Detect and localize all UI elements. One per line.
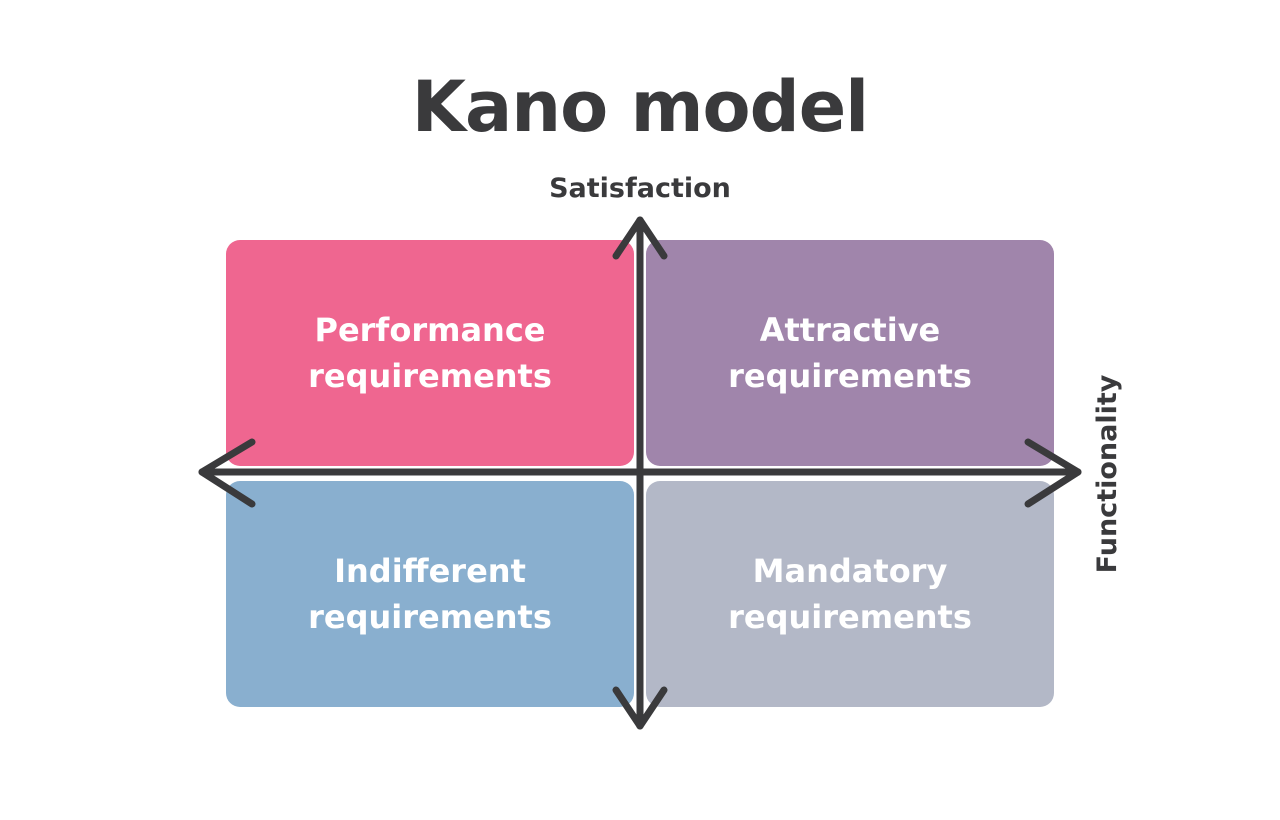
y-axis-label: Satisfaction — [549, 173, 731, 204]
quadrant-attractive-label: Attractive requirements — [728, 311, 972, 395]
quadrant-indifferent: Indifferent requirements — [226, 481, 634, 707]
x-axis-label: Functionality — [1092, 374, 1123, 574]
x-axis-left-arrow-icon — [198, 438, 256, 508]
quadrant-performance-label: Performance requirements — [308, 311, 552, 395]
y-axis-down-arrow-icon — [612, 686, 668, 730]
quadrant-performance: Performance requirements — [226, 240, 634, 466]
quadrant-mandatory-label: Mandatory requirements — [728, 552, 972, 636]
quadrant-attractive: Attractive requirements — [646, 240, 1054, 466]
diagram-title: Kano model — [411, 66, 869, 148]
y-axis-up-arrow-icon — [612, 216, 668, 260]
x-axis-right-arrow-icon — [1024, 438, 1082, 508]
quadrant-mandatory: Mandatory requirements — [646, 481, 1054, 707]
quadrant-indifferent-label: Indifferent requirements — [308, 552, 552, 636]
